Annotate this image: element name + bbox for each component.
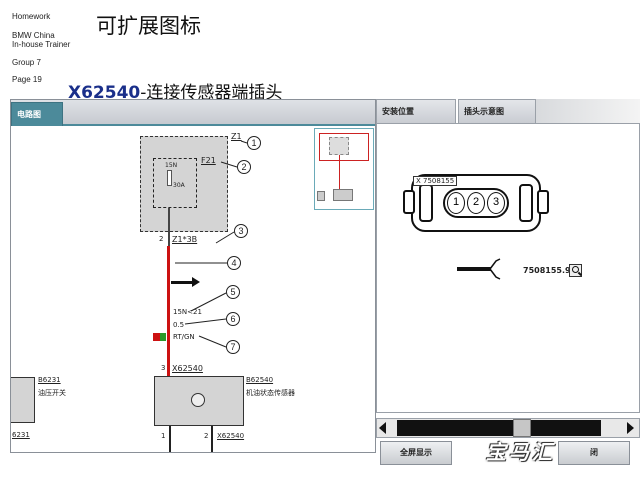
diagram-minimap[interactable] bbox=[314, 128, 374, 210]
watermark-logo: 宝马汇 bbox=[486, 440, 555, 464]
fullscreen-button[interactable]: 全屏显示 bbox=[380, 441, 452, 465]
connector-desc: -连接传感器端插头 bbox=[140, 83, 283, 103]
tab-circuit[interactable]: 电路图 bbox=[11, 102, 63, 126]
connector-pin-block bbox=[443, 188, 509, 218]
tab-connector-view[interactable]: 插头示意图 bbox=[458, 99, 536, 123]
wire-color-red-swatch bbox=[153, 333, 160, 341]
wire-size-label: 0.5 bbox=[173, 321, 185, 329]
company-label: BMW China bbox=[12, 31, 55, 40]
callout-1: 1 bbox=[247, 136, 261, 150]
connector-code: X62540 bbox=[68, 83, 141, 103]
connector-right-latch bbox=[537, 190, 549, 214]
z1-3b-link[interactable]: Z1*3B bbox=[172, 235, 198, 244]
callout-2: 2 bbox=[237, 160, 251, 174]
callout-6: 6 bbox=[226, 312, 240, 326]
x62540-bottom-link[interactable]: X62540 bbox=[217, 432, 245, 440]
minimap-switch bbox=[317, 191, 325, 201]
page-label: Page 19 bbox=[12, 75, 42, 84]
pin-3: 3 bbox=[161, 364, 166, 372]
tab-install-location[interactable]: 安装位置 bbox=[376, 99, 456, 123]
connector-title: X62540-连接传感器端插头 bbox=[68, 78, 282, 103]
scroll-left-icon[interactable] bbox=[379, 422, 386, 434]
oil-switch-label: 油压开关 bbox=[38, 389, 66, 397]
pin-2-bottom: 2 bbox=[204, 432, 209, 440]
callout-leaders bbox=[175, 140, 248, 348]
minimap-viewport[interactable] bbox=[319, 133, 369, 161]
pin-1: 1 bbox=[161, 432, 166, 440]
wire-15n-label: 15N<21 bbox=[173, 308, 202, 316]
connector-left-latch bbox=[403, 190, 415, 214]
x62540-link[interactable]: X62540 bbox=[172, 364, 203, 373]
connector-pin-1[interactable]: 1 bbox=[447, 192, 465, 214]
circuit-window: 电路图 15N 30A Z1 F21 2 Z1*3B 15N<21 0.5 RT… bbox=[10, 99, 376, 453]
part-number: 7508155.9 bbox=[523, 266, 571, 275]
connector-pane: 1 2 3 X 7508155 7508155.9 bbox=[376, 123, 640, 413]
scroll-right-icon[interactable] bbox=[627, 422, 634, 434]
zoom-lens bbox=[572, 266, 579, 273]
circuit-tabbar: 电路图 bbox=[11, 100, 375, 126]
zoom-icon[interactable] bbox=[569, 264, 582, 277]
arrow-shaft bbox=[171, 281, 193, 284]
callout-4: 4 bbox=[227, 256, 241, 270]
f21-fuse-box bbox=[153, 158, 197, 208]
connector-right-slot bbox=[519, 184, 533, 222]
b6231-fragment-link[interactable]: 6231 bbox=[12, 431, 30, 439]
pin-2-lead bbox=[211, 426, 213, 452]
page-title: 可扩展图标 bbox=[96, 14, 201, 38]
f21-link[interactable]: F21 bbox=[201, 156, 216, 165]
zoom-handle bbox=[578, 271, 582, 276]
wire-symbol-body bbox=[457, 267, 491, 271]
connector-left-slot bbox=[419, 184, 433, 222]
minimap-sensor bbox=[333, 189, 353, 201]
scroll-thumb-grip[interactable] bbox=[513, 419, 531, 437]
pin-2-top: 2 bbox=[159, 235, 164, 243]
z1-module bbox=[140, 136, 228, 232]
z1-link[interactable]: Z1 bbox=[231, 132, 242, 141]
b62540-link[interactable]: B62540 bbox=[246, 376, 274, 384]
scroll-thumb-right[interactable] bbox=[531, 420, 601, 436]
callout-3: 3 bbox=[234, 224, 248, 238]
homework-label: Homework bbox=[12, 12, 51, 21]
fuse-30a-label: 30A bbox=[173, 182, 185, 189]
wire-color-label: RT/GN bbox=[173, 333, 195, 341]
wire-symbol-end bbox=[489, 258, 501, 280]
red-wire bbox=[167, 246, 170, 376]
minimap-wire bbox=[339, 155, 340, 191]
scroll-thumb-left[interactable] bbox=[397, 420, 513, 436]
b6231-link[interactable]: B6231 bbox=[38, 376, 61, 384]
connector-part-label: X 7508155 bbox=[413, 176, 458, 186]
fuse-15n-label: 15N bbox=[165, 162, 178, 169]
connector-pin-3[interactable]: 3 bbox=[487, 192, 505, 214]
connector-pin-2[interactable]: 2 bbox=[467, 192, 485, 214]
wire-color-green-swatch bbox=[160, 333, 166, 341]
callout-7: 7 bbox=[226, 340, 240, 354]
tabbar-filler bbox=[536, 99, 640, 123]
oil-sensor-label: 机油状态传感器 bbox=[246, 389, 295, 397]
close-button[interactable]: 闭 bbox=[558, 441, 630, 465]
callout-5: 5 bbox=[226, 285, 240, 299]
trainer-label: In-house Trainer bbox=[12, 40, 71, 49]
pin-1-lead bbox=[169, 426, 171, 452]
sensor-icon bbox=[191, 393, 205, 407]
b6231-switch bbox=[11, 377, 35, 423]
arrow-right-icon bbox=[192, 277, 200, 287]
h-scrollbar[interactable] bbox=[376, 418, 640, 438]
fuse-symbol bbox=[167, 170, 172, 186]
minimap-module bbox=[329, 137, 349, 155]
group-label: Group 7 bbox=[12, 58, 41, 67]
fuse-lead bbox=[168, 208, 170, 246]
